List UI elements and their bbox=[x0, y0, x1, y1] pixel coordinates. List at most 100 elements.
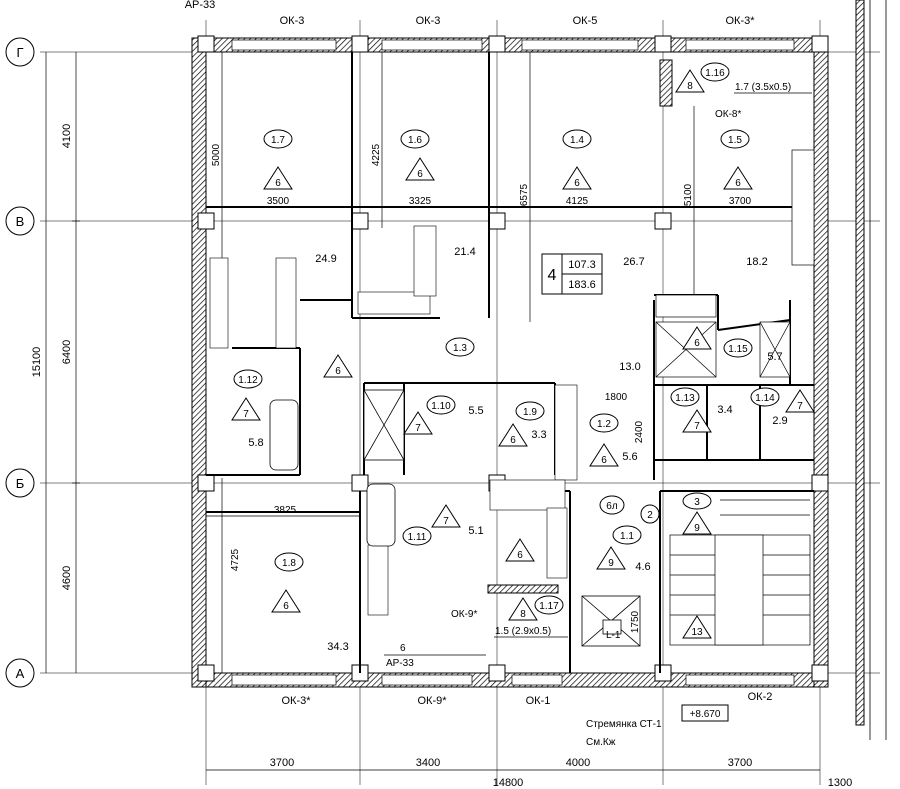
dim-b-3700a: 3700 bbox=[270, 757, 294, 769]
room-1-3: 1.3 6 bbox=[323, 337, 475, 378]
window-bottom-2: ОК-9* bbox=[417, 695, 447, 707]
room-6-hall: 6 bbox=[505, 538, 535, 562]
area-3-4: 3.4 bbox=[717, 404, 732, 416]
axis-v-label: В bbox=[16, 214, 25, 229]
area-5-7: 5.7 bbox=[767, 351, 782, 363]
svg-text:2400: 2400 bbox=[634, 420, 645, 443]
window-top-2: ОК-3 bbox=[416, 15, 441, 27]
dim-b-4000: 4000 bbox=[566, 757, 590, 769]
svg-text:1.15: 1.15 bbox=[728, 344, 748, 355]
window-top-3: ОК-5 bbox=[573, 15, 598, 27]
svg-text:6575: 6575 bbox=[519, 183, 530, 206]
note-9: 9 bbox=[694, 523, 700, 534]
svg-text:6: 6 bbox=[283, 601, 289, 612]
window-top-1: ОК-3 bbox=[280, 15, 305, 27]
room-1-12: 1.12 7 bbox=[231, 369, 263, 421]
area-5-6: 5.6 bbox=[622, 451, 637, 463]
dim-b-3400: 3400 bbox=[416, 757, 440, 769]
axis-a-label: А bbox=[16, 666, 25, 681]
svg-text:3825: 3825 bbox=[274, 505, 297, 516]
svg-text:1.6: 1.6 bbox=[408, 135, 422, 146]
room-1-2: 1.2 6 bbox=[589, 413, 619, 467]
area-34-3: 34.3 bbox=[327, 641, 348, 653]
svg-text:7: 7 bbox=[694, 421, 700, 432]
dim-6400: 6400 bbox=[61, 340, 73, 364]
svg-text:1.13: 1.13 bbox=[675, 393, 695, 404]
area-13-0: 13.0 bbox=[619, 361, 640, 373]
svg-text:4125: 4125 bbox=[566, 196, 589, 207]
area-18-2: 18.2 bbox=[746, 256, 767, 268]
svg-text:1800: 1800 bbox=[605, 392, 628, 403]
note-seekj: См.Кж bbox=[586, 737, 616, 748]
svg-text:1.4: 1.4 bbox=[570, 135, 584, 146]
window-ok8-label: ОК-8* bbox=[715, 109, 741, 120]
svg-text:7: 7 bbox=[443, 516, 449, 527]
room-1-10: 1.10 7 bbox=[403, 395, 456, 435]
note-3: 3 bbox=[694, 497, 700, 508]
apartment-number: 4 bbox=[548, 267, 557, 284]
note-elev: +8.670 bbox=[690, 709, 721, 720]
room-1-15: 1.15 6 bbox=[682, 326, 753, 358]
room-1-14: 1.14 7 bbox=[750, 387, 815, 413]
dim-b-14800: 14800 bbox=[493, 777, 524, 789]
room-1-16: 1.16 8 bbox=[675, 62, 730, 93]
svg-text:1.16: 1.16 bbox=[705, 68, 725, 79]
note-ar33: АР-33 bbox=[386, 658, 414, 669]
window-bottom-3: ОК-1 bbox=[526, 695, 551, 707]
area-5-1: 5.1 bbox=[468, 525, 483, 537]
bottom-window-labels: ОК-3* ОК-9* ОК-1 ОК-2 bbox=[281, 691, 772, 707]
svg-text:8: 8 bbox=[520, 609, 526, 620]
note-ladder: Стремянка СТ-1 bbox=[586, 719, 662, 730]
inner-dimensions: 3500 3325 4125 3700 5000 4225 6575 5100 … bbox=[206, 52, 752, 673]
bottom-dimensions: 3700 3400 4000 3700 14800 1300 bbox=[206, 757, 852, 789]
room-1-9: 1.9 6 bbox=[498, 401, 545, 447]
svg-text:1.8: 1.8 bbox=[282, 558, 296, 569]
svg-text:5000: 5000 bbox=[211, 143, 222, 166]
note-ok17: 1.5 (2.9х0.5) bbox=[495, 626, 551, 637]
svg-text:1.12: 1.12 bbox=[238, 375, 258, 386]
svg-text:6: 6 bbox=[417, 169, 423, 180]
svg-text:1.11: 1.11 bbox=[408, 532, 427, 543]
apartment-area-1: 107.3 bbox=[568, 259, 596, 271]
room-1-6: 1.6 6 bbox=[400, 129, 435, 181]
svg-text:9: 9 bbox=[608, 558, 614, 569]
room-1-13: 1.13 7 bbox=[670, 387, 712, 433]
room-1-11: 1.11 7 bbox=[402, 504, 461, 546]
room-markers: 1.7 6 1.6 6 1.4 6 1.5 6 1.16 8 bbox=[231, 62, 815, 621]
svg-text:1.5: 1.5 bbox=[728, 135, 742, 146]
svg-text:7: 7 bbox=[415, 423, 421, 434]
svg-text:1.14: 1.14 bbox=[755, 393, 775, 404]
area-4-6: 4.6 bbox=[635, 561, 650, 573]
area-2-9: 2.9 bbox=[772, 415, 787, 427]
svg-text:6: 6 bbox=[735, 178, 741, 189]
axis-g-label: Г bbox=[16, 45, 23, 60]
dim-15100: 15100 bbox=[31, 347, 43, 378]
svg-text:5100: 5100 bbox=[683, 183, 694, 206]
svg-text:6: 6 bbox=[275, 178, 281, 189]
room-1-7: 1.7 6 bbox=[263, 129, 293, 190]
note-6l: 6л bbox=[606, 501, 618, 512]
svg-text:1.3: 1.3 bbox=[453, 343, 467, 354]
svg-text:1.2: 1.2 bbox=[597, 419, 611, 430]
svg-text:1.10: 1.10 bbox=[431, 401, 451, 412]
svg-text:7: 7 bbox=[797, 401, 803, 412]
window-bottom-1: ОК-3* bbox=[281, 695, 311, 707]
svg-text:6: 6 bbox=[510, 435, 516, 446]
room-1-5: 1.5 6 bbox=[720, 129, 753, 190]
apartment-tag: 4 107.3 183.6 bbox=[541, 253, 603, 295]
dim-b-1300: 1300 bbox=[828, 777, 852, 789]
area-3-3: 3.3 bbox=[531, 429, 546, 441]
apartment-area-2: 183.6 bbox=[568, 279, 596, 291]
window-bottom-4: ОК-2 bbox=[748, 691, 773, 703]
note-ref6: 6 bbox=[400, 643, 406, 654]
svg-text:6: 6 bbox=[694, 338, 700, 349]
note-13: 13 bbox=[691, 627, 703, 638]
svg-text:6: 6 bbox=[335, 366, 341, 377]
room-1-1: 1.1 9 bbox=[596, 525, 642, 570]
lift-label: L-1 bbox=[606, 630, 621, 641]
svg-text:4225: 4225 bbox=[371, 143, 382, 166]
svg-text:3700: 3700 bbox=[729, 196, 752, 207]
svg-text:8: 8 bbox=[687, 81, 693, 92]
note-2: 2 bbox=[647, 510, 653, 521]
axis-markers: Г В Б А bbox=[5, 37, 35, 688]
